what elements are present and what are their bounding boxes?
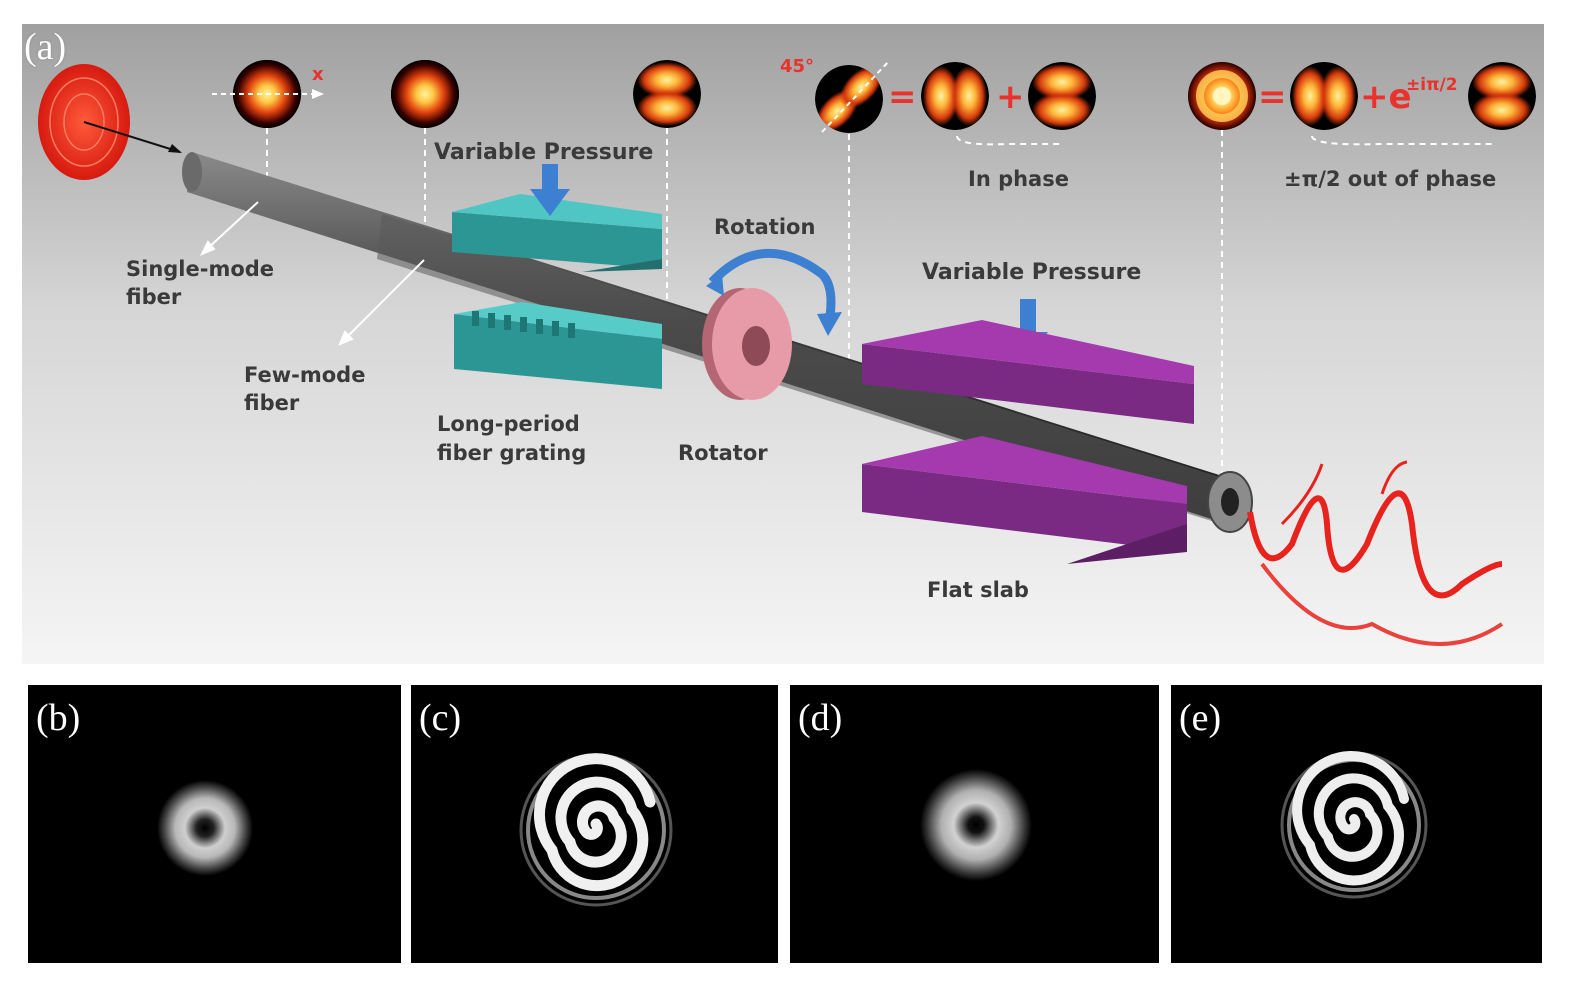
angle-45-label: 45° [780,56,814,77]
single-mode-fiber-label-line2: fiber [126,285,182,309]
long-period-grating-label-line1: Long-period [437,412,580,436]
panel-b-label: (b) [36,697,81,739]
variable-pressure-label-slab: Variable Pressure [922,260,1141,285]
spiral-pattern-e [1280,751,1428,899]
panel-d-label: (d) [798,697,843,739]
mode-profile-lp11b-2 [1028,62,1096,130]
out-of-phase-label: ±π/2 out of phase [1284,167,1496,191]
in-phase-label: In phase [968,167,1069,191]
panel-b: (b) [28,685,401,963]
few-mode-fiber-label-line2: fiber [244,391,300,415]
panel-c-label: (c) [419,697,462,739]
equals-sign-1: = [888,77,917,117]
panel-e-label: (e) [1179,697,1222,739]
panel-e-image [1280,751,1428,899]
rotator-label: Rotator [678,441,768,465]
flat-slab [862,320,1194,564]
panel-c: (c) [411,685,778,963]
exp-superscript: ±iπ/2 [1406,75,1458,95]
flat-slab-label: Flat slab [927,578,1029,602]
mode-profile-lp11a-1 [921,62,989,130]
mode-profile-lp11b-1 [633,60,701,128]
panel-e: (e) [1171,685,1542,963]
single-mode-fiber-label-line1: Single-mode [126,257,274,281]
axis-x-label: x [312,64,324,85]
panel-d-image [920,769,1032,881]
mode-profile-oam-donut [1188,62,1256,130]
donut-beam-b [157,780,253,876]
panel-d: (d) [790,685,1159,963]
variable-pressure-label-grating: Variable Pressure [434,140,653,165]
donut-beam-d [920,769,1032,881]
plus-sign-1: + [996,77,1025,117]
mode-profile-lp01-1 [212,60,324,128]
spiral-pattern-c [519,753,673,907]
mode-profile-lp01-2 [391,60,459,128]
mode-profile-lp11a-2 [1290,62,1358,130]
label-pointers [199,201,425,346]
pressure-arrow-grating [530,164,570,216]
guide-lines [266,128,1492,479]
mode-profile-lp11b-3 [1468,62,1536,130]
long-period-grating-label-line2: fiber grating [437,441,586,465]
panel-c-image [519,753,673,907]
panel-b-image [157,780,253,876]
input-beam [38,64,182,180]
panel-a-diagram: x 45° = + = +e ±iπ/2 In phase ±π/2 out o… [22,24,1544,664]
mode-profile-lp11-45deg [815,65,883,133]
plus-exp-term: +e [1360,77,1412,117]
rotation-label: Rotation [714,215,815,239]
panel-a-label: (a) [24,26,67,68]
few-mode-fiber-label-line1: Few-mode [244,363,365,387]
output-vortex-beam [1247,460,1504,646]
45deg-axis [821,59,891,133]
rotator-device [702,249,842,400]
long-period-grating [452,194,662,389]
equals-sign-2: = [1258,77,1287,117]
